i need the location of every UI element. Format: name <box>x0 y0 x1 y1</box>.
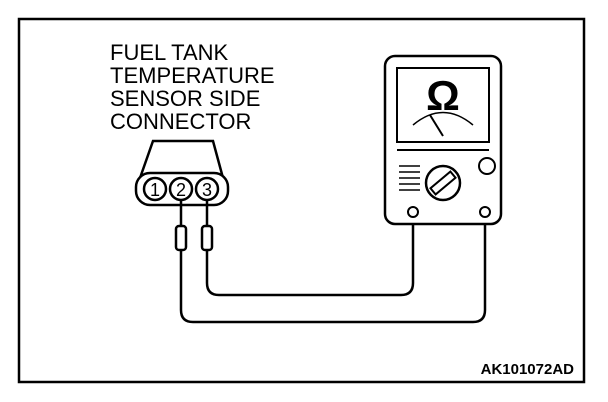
ohmmeter <box>383 54 503 226</box>
lead-wire-pin-2 <box>179 214 487 324</box>
connector-label-line-4: CONNECTOR <box>110 109 251 134</box>
selector-knob-pointer <box>429 170 457 196</box>
sensor-connector <box>134 139 230 207</box>
connector-label-line-2: TEMPERATURE <box>110 63 275 88</box>
figure-border <box>17 17 586 384</box>
meter-scale-arc <box>412 111 474 126</box>
meter-terminal-left <box>407 206 419 218</box>
pin-label-1: 1 <box>150 180 160 200</box>
probe-pin-2 <box>174 200 188 252</box>
probe-pin-3 <box>200 200 214 252</box>
meter-needle <box>429 114 444 137</box>
pin-label-3: 3 <box>202 180 212 200</box>
connector-hood <box>138 139 225 179</box>
connector-pin-1 <box>142 176 168 202</box>
connector-label-line-1: FUEL TANK <box>110 40 229 65</box>
pin-label-2: 2 <box>176 180 186 200</box>
ohm-symbol: Ω <box>426 72 460 119</box>
figure-code: AK101072AD <box>481 361 575 378</box>
dial-scale-marks <box>399 165 420 191</box>
meter-button <box>478 157 496 175</box>
meter-display <box>396 67 490 143</box>
connector-label-line-3: SENSOR SIDE <box>110 86 260 111</box>
meter-terminal-right <box>479 206 491 218</box>
connector-label: FUEL TANK TEMPERATURE SENSOR SIDE CONNEC… <box>110 40 275 134</box>
lead-wire-pin-3 <box>205 214 415 297</box>
